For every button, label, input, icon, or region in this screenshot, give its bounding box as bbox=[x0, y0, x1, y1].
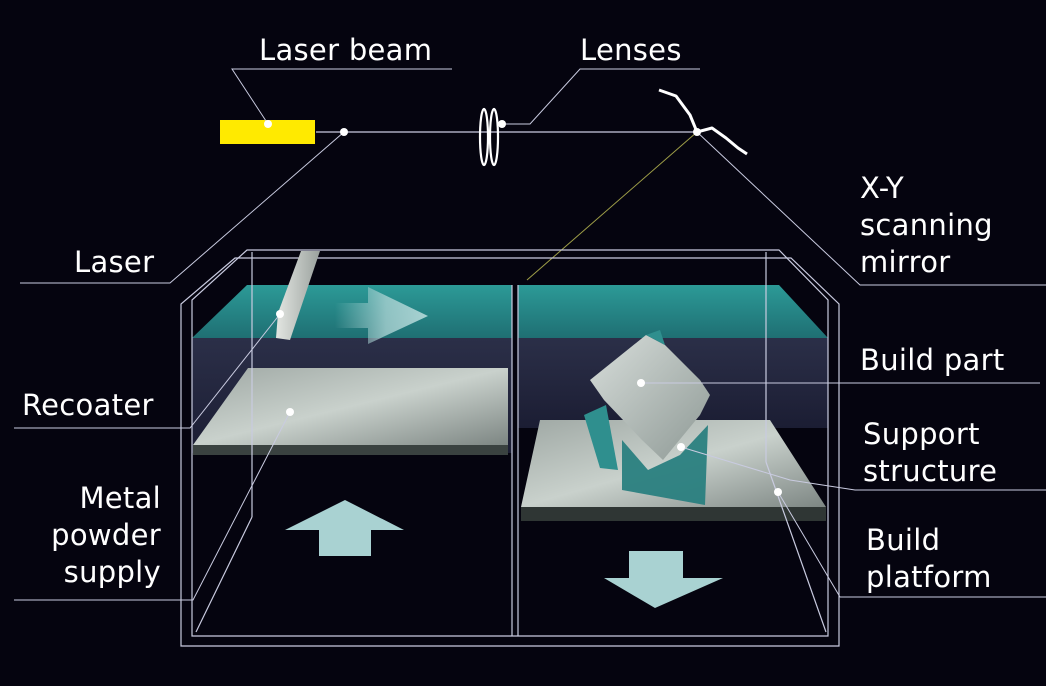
label-platform: Build platform bbox=[866, 522, 992, 596]
label-powder-supply-line-2: powder bbox=[51, 518, 161, 552]
label-support-line-1: Support bbox=[863, 417, 980, 451]
lens-pair-icon bbox=[478, 107, 500, 167]
feed-plate bbox=[193, 368, 508, 445]
laser-dot bbox=[340, 128, 348, 136]
leader-lines bbox=[14, 68, 1046, 601]
beam-path bbox=[316, 131, 698, 281]
label-recoater: Recoater bbox=[22, 388, 154, 422]
up-arrow-icon bbox=[285, 500, 404, 556]
scanning-mirror-icon bbox=[658, 88, 748, 156]
laser-source-dot bbox=[264, 120, 272, 128]
support-dot bbox=[677, 443, 685, 451]
right-arrow-icon bbox=[335, 287, 428, 344]
chamber bbox=[180, 249, 840, 647]
label-laser-beam: Laser beam bbox=[259, 33, 433, 67]
label-mirror-line-3: mirror bbox=[860, 245, 951, 279]
down-arrow-icon bbox=[604, 551, 723, 608]
powder-supply-dot bbox=[286, 408, 294, 416]
callout-dots bbox=[264, 120, 782, 496]
label-build-part: Build part bbox=[860, 343, 1005, 377]
label-support-line-2: structure bbox=[863, 454, 998, 488]
label-mirror-line-1: X-Y bbox=[860, 171, 905, 205]
label-mirror-line-2: scanning bbox=[860, 208, 993, 242]
build-part-dot bbox=[637, 379, 645, 387]
label-powder-supply-line-3: supply bbox=[63, 555, 161, 589]
recoater-blade bbox=[276, 251, 320, 340]
label-platform-line-1: Build bbox=[866, 523, 941, 557]
right-powder-layer bbox=[518, 285, 828, 338]
label-laser: Laser bbox=[74, 245, 155, 279]
recoater-dot bbox=[276, 310, 284, 318]
mirror-dot bbox=[693, 128, 701, 136]
build-part-model bbox=[584, 330, 710, 505]
label-mirror: X-Y scanning mirror bbox=[860, 170, 993, 281]
label-powder-supply: Metal powder supply bbox=[20, 480, 161, 591]
platform-dot bbox=[774, 488, 782, 496]
label-lenses: Lenses bbox=[580, 33, 682, 67]
label-support: Support structure bbox=[863, 416, 997, 490]
reflected-beam-line bbox=[526, 131, 698, 281]
label-platform-line-2: platform bbox=[866, 560, 992, 594]
label-powder-supply-line-1: Metal bbox=[79, 481, 161, 515]
lenses-dot bbox=[498, 120, 506, 128]
